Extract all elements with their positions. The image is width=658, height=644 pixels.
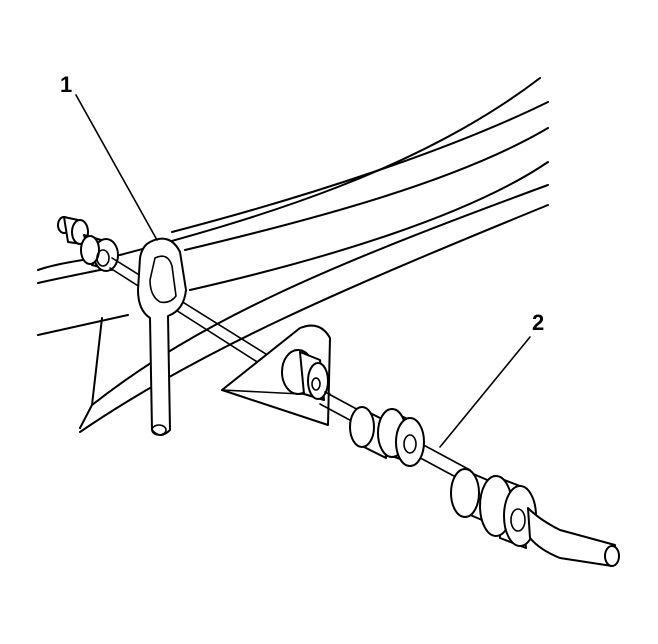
cable-sleeve-1 (349, 406, 425, 467)
cable-housing (527, 507, 620, 567)
bracket-grommet (281, 349, 329, 401)
callout-1: 1 (60, 72, 158, 241)
cable-sleeve-2 (450, 468, 537, 549)
callout-2-label: 2 (532, 310, 544, 335)
callout-1-leader (75, 94, 158, 241)
callout-1-label: 1 (60, 72, 72, 97)
frame-rail (37, 77, 549, 291)
cable-end-fitting (57, 216, 119, 272)
lower-frame (37, 184, 549, 433)
cable-clip (137, 237, 187, 436)
callout-2-leader (439, 336, 531, 448)
callout-2: 2 (439, 310, 544, 448)
